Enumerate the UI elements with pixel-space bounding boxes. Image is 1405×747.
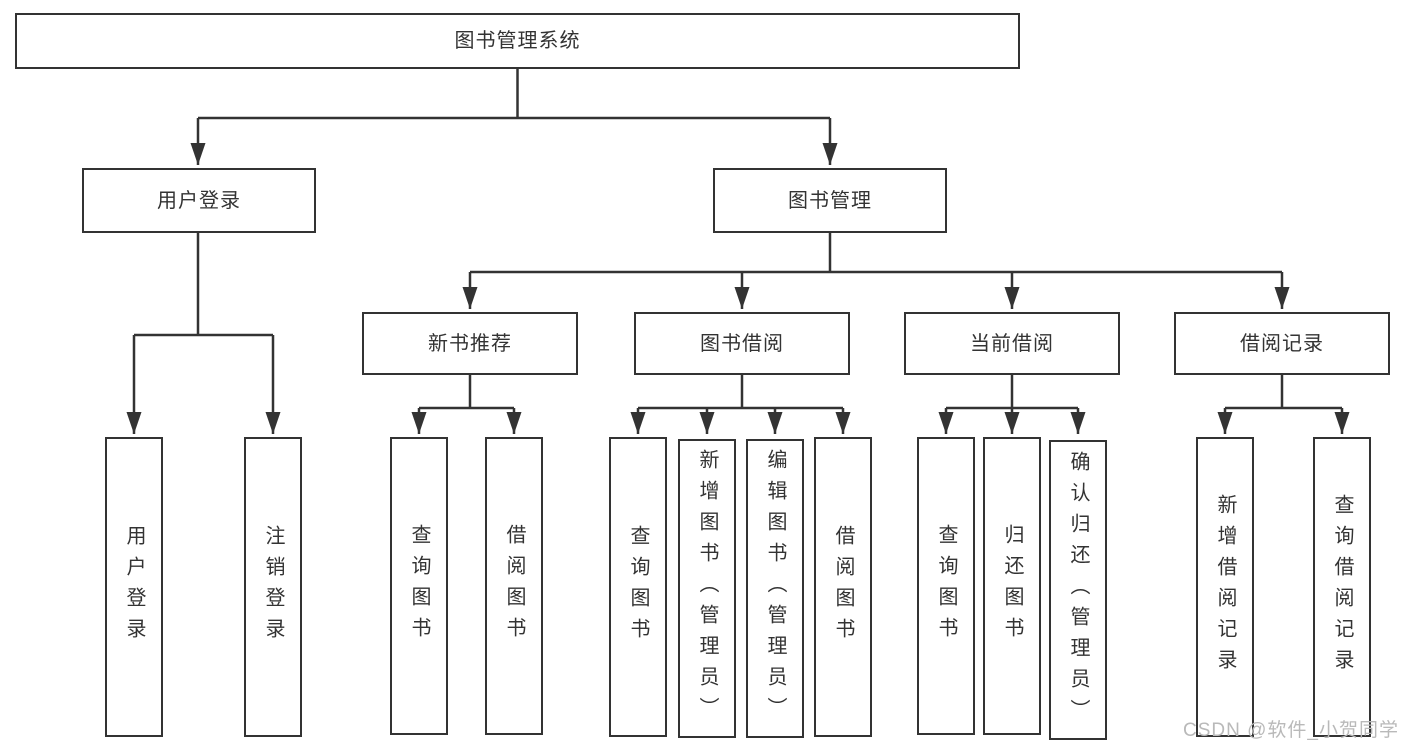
node-new-book-rec-label: 新书推荐 — [428, 332, 512, 355]
leaf-bb-borrow-books: 借阅图书 — [814, 437, 872, 737]
csdn-watermark: CSDN @软件_小贺同学 — [1183, 720, 1399, 741]
node-borrow-records: 借阅记录 — [1174, 312, 1390, 375]
connector-new-book-rec — [411, 375, 522, 434]
node-book-borrow: 图书借阅 — [634, 312, 850, 375]
leaf-user-login-label: 用户登录 — [123, 525, 145, 649]
connector-book-mgmt — [462, 233, 1290, 309]
leaf-user-login: 用户登录 — [105, 437, 163, 737]
node-new-book-rec: 新书推荐 — [362, 312, 578, 375]
leaf-bb-borrow-books-label: 借阅图书 — [832, 525, 854, 649]
connector-book-borrow — [630, 375, 851, 434]
connector-root — [190, 69, 838, 165]
leaf-bb-add-books-label: 新增图书（管理员） — [696, 449, 718, 728]
leaf-logout-label: 注销登录 — [262, 525, 284, 649]
leaf-bb-add-books: 新增图书（管理员） — [678, 439, 736, 738]
connector-borrow-records — [1217, 375, 1350, 434]
leaf-br-add-record: 新增借阅记录 — [1196, 437, 1254, 737]
node-current-borrow-label: 当前借阅 — [970, 332, 1054, 355]
node-root-label: 图书管理系统 — [454, 30, 581, 52]
leaf-nbr-query-books-label: 查询图书 — [408, 524, 430, 648]
node-user-login: 用户登录 — [82, 168, 316, 233]
leaf-cb-return-books: 归还图书 — [983, 437, 1041, 735]
node-borrow-records-label: 借阅记录 — [1240, 332, 1324, 355]
leaf-bb-query-books: 查询图书 — [609, 437, 667, 737]
leaf-nbr-borrow-books: 借阅图书 — [485, 437, 543, 735]
node-root: 图书管理系统 — [15, 13, 1020, 69]
leaf-cb-confirm-return: 确认归还（管理员） — [1049, 440, 1107, 740]
node-current-borrow: 当前借阅 — [904, 312, 1120, 375]
leaf-cb-query-books-label: 查询图书 — [935, 524, 957, 648]
node-user-login-label: 用户登录 — [157, 189, 241, 212]
leaf-br-add-record-label: 新增借阅记录 — [1214, 494, 1236, 680]
node-book-borrow-label: 图书借阅 — [700, 332, 784, 355]
leaf-nbr-borrow-books-label: 借阅图书 — [503, 524, 525, 648]
node-book-mgmt-label: 图书管理 — [788, 189, 872, 212]
leaf-bb-query-books-label: 查询图书 — [627, 525, 649, 649]
leaf-nbr-query-books: 查询图书 — [390, 437, 448, 735]
connector-user-login — [126, 233, 281, 434]
connector-current-borrow — [938, 375, 1086, 434]
leaf-cb-confirm-return-label: 确认归还（管理员） — [1067, 450, 1089, 730]
leaf-cb-return-books-label: 归还图书 — [1001, 524, 1023, 648]
leaf-bb-edit-books: 编辑图书（管理员） — [746, 439, 804, 738]
node-book-mgmt: 图书管理 — [713, 168, 947, 233]
leaf-br-query-record: 查询借阅记录 — [1313, 437, 1371, 737]
leaf-br-query-record-label: 查询借阅记录 — [1331, 494, 1353, 680]
leaf-bb-edit-books-label: 编辑图书（管理员） — [764, 449, 786, 728]
leaf-logout: 注销登录 — [244, 437, 302, 737]
leaf-cb-query-books: 查询图书 — [917, 437, 975, 735]
